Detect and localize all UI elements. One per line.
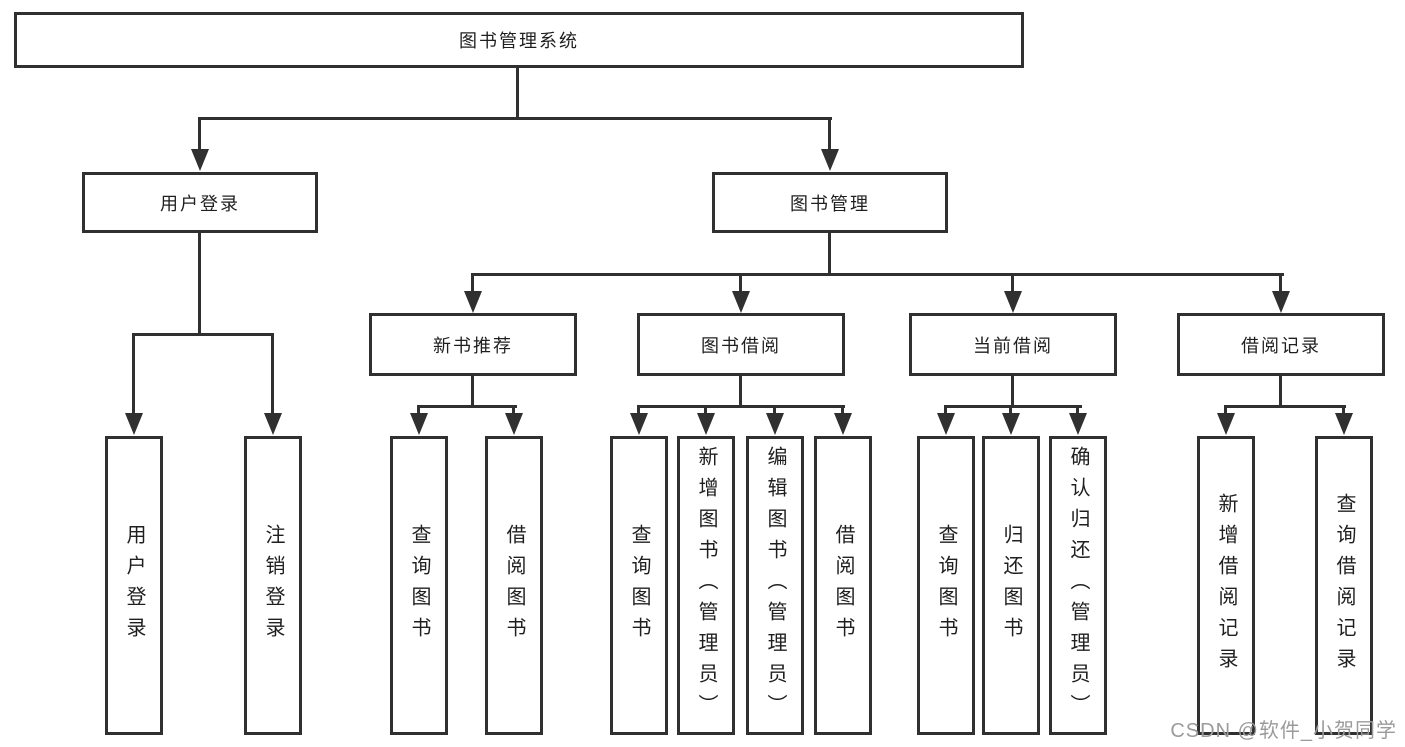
arrow-down-icon [821, 149, 839, 171]
line [132, 333, 135, 416]
line [739, 374, 742, 407]
arrow-down-icon [1004, 291, 1022, 313]
leaf-logout: 注销登录 [244, 436, 302, 735]
line [739, 273, 742, 293]
line [1224, 405, 1346, 408]
arrow-down-icon [1069, 413, 1087, 435]
line [1279, 273, 1282, 293]
leaf-borrow-books-2: 借阅图书 [814, 436, 872, 735]
leaf-query-books-2: 查询图书 [610, 436, 668, 735]
arrow-down-icon [1217, 413, 1235, 435]
node-new-book-recommendation: 新书推荐 [369, 313, 577, 376]
arrow-down-icon [264, 413, 282, 435]
arrow-down-icon [732, 291, 750, 313]
line [417, 405, 420, 418]
arrow-down-icon [1002, 413, 1020, 435]
arrow-down-icon [1272, 291, 1290, 313]
line [1342, 405, 1345, 418]
node-library-management-system: 图书管理系统 [14, 12, 1024, 68]
line [132, 333, 274, 336]
line [471, 273, 1284, 276]
line [944, 405, 1082, 408]
line [1279, 374, 1282, 407]
line [1224, 405, 1227, 418]
line [1011, 374, 1014, 407]
arrow-down-icon [766, 413, 784, 435]
arrow-down-icon [191, 149, 209, 171]
line [637, 405, 640, 418]
line [512, 405, 515, 418]
leaf-query-borrow-record: 查询借阅记录 [1315, 436, 1373, 735]
line [1076, 405, 1079, 418]
arrow-down-icon [410, 413, 428, 435]
leaf-borrow-books-1: 借阅图书 [485, 436, 543, 735]
arrow-down-icon [1335, 413, 1353, 435]
line [944, 405, 947, 418]
line [1011, 273, 1014, 293]
line [471, 273, 474, 293]
arrow-down-icon [630, 413, 648, 435]
leaf-query-books-3: 查询图书 [917, 436, 975, 735]
arrow-down-icon [505, 413, 523, 435]
leaf-add-borrow-record: 新增借阅记录 [1197, 436, 1255, 735]
line [704, 405, 707, 418]
arrow-down-icon [697, 413, 715, 435]
line [198, 117, 832, 120]
line [637, 405, 845, 408]
arrow-down-icon [464, 291, 482, 313]
node-book-management: 图书管理 [712, 172, 948, 233]
leaf-confirm-return-admin: 确认归还（管理员） [1049, 436, 1107, 735]
line [417, 405, 517, 408]
line [271, 333, 274, 416]
node-book-borrowing: 图书借阅 [637, 313, 845, 376]
line [198, 231, 201, 335]
line [828, 117, 831, 152]
leaf-add-books-admin: 新增图书（管理员） [677, 436, 735, 735]
watermark: CSDN @软件_小贺同学 [1170, 720, 1397, 742]
node-current-borrowing: 当前借阅 [909, 313, 1117, 376]
line [516, 66, 519, 120]
leaf-return-books: 归还图书 [982, 436, 1040, 735]
line [198, 117, 201, 152]
arrow-down-icon [937, 413, 955, 435]
leaf-edit-books-admin: 编辑图书（管理员） [746, 436, 804, 735]
line [471, 374, 474, 407]
leaf-query-books-1: 查询图书 [390, 436, 448, 735]
node-borrowing-records: 借阅记录 [1177, 313, 1385, 376]
line [841, 405, 844, 418]
arrow-down-icon [834, 413, 852, 435]
line [773, 405, 776, 418]
leaf-user-login: 用户登录 [105, 436, 163, 735]
line [828, 231, 831, 275]
node-user-login: 用户登录 [82, 172, 318, 233]
arrow-down-icon [125, 413, 143, 435]
line [1009, 405, 1012, 418]
